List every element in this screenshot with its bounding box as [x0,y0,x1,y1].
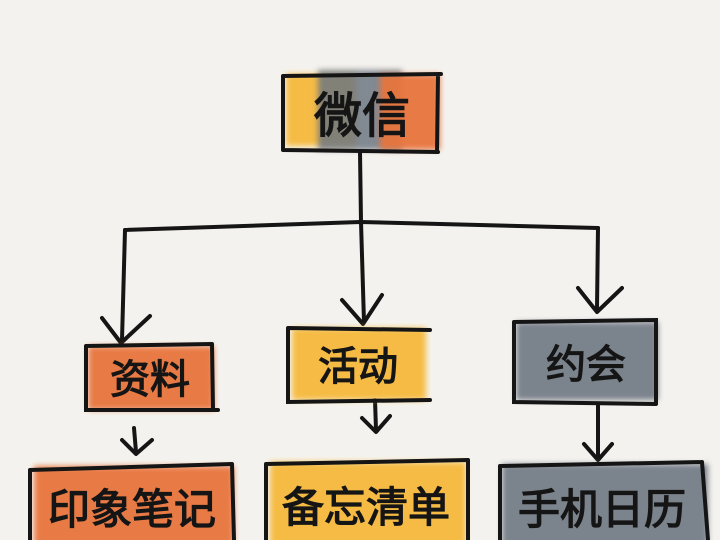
connectors [100,150,624,462]
branch-center-line [359,220,366,324]
down-center-line [373,398,378,432]
down-right-arrowhead [582,442,614,462]
grandchild-node-checklist[interactable]: 备忘清单 [264,458,470,540]
child-node-appointment[interactable]: 约会 [512,317,658,406]
root-node[interactable]: 微信 [281,70,443,154]
child-node-label: 资料 [110,357,190,403]
grandchild-node-calendar[interactable]: 手机日历 [498,460,710,540]
child-node-label: 活动 [318,344,398,390]
branch-right-line [595,226,600,310]
branch-center-arrowhead [340,293,384,326]
child-node-profile[interactable]: 资料 [84,342,220,412]
root-trunk-line [358,150,363,224]
child-node-activity[interactable]: 活动 [286,326,432,405]
branch-left-arrowhead [100,314,152,345]
grandchild-node-label: 备忘清单 [282,483,450,532]
grandchild-node-evernote[interactable]: 印象笔记 [28,462,236,540]
branch-right-arrowhead [576,286,624,314]
child-node-label: 约会 [546,342,626,388]
branch-left-line [120,228,127,342]
grandchild-node-label: 印象笔记 [48,485,216,534]
down-center-arrowhead [360,414,392,434]
down-left-line [132,426,138,454]
grandchild-node-label: 手机日历 [518,485,686,534]
root-node-label: 微信 [313,88,410,144]
down-left-arrowhead [120,438,154,456]
